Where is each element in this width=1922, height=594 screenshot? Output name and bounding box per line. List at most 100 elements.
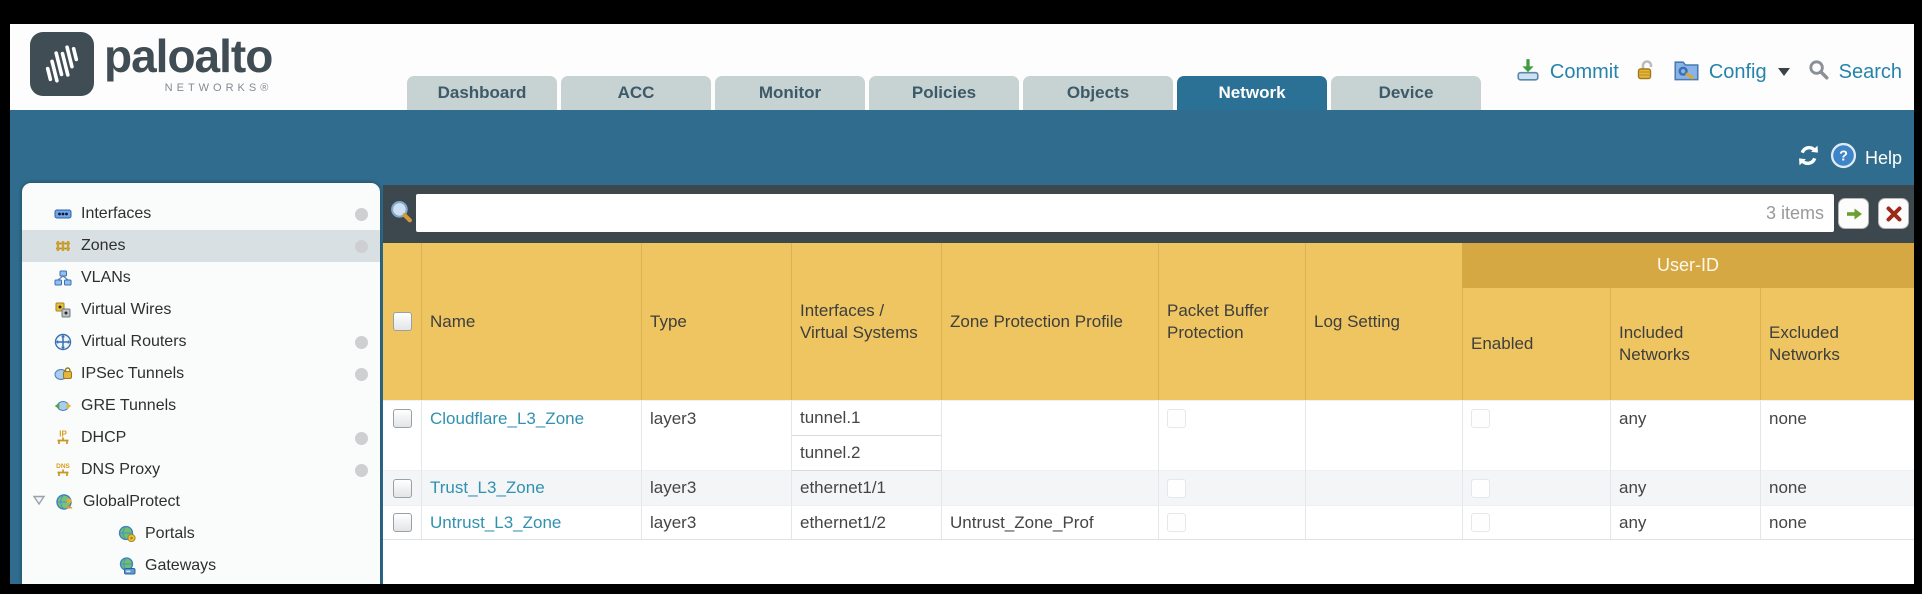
column-header-zone-protection-profile[interactable]: Zone Protection Profile [941, 243, 1158, 400]
sidebar-item-label: Gateways [145, 557, 217, 574]
column-header-log-setting[interactable]: Log Setting [1305, 243, 1462, 400]
excluded-networks-cell: none [1760, 401, 1914, 471]
zone-type-cell: layer3 [641, 401, 791, 471]
svg-text:DNS: DNS [56, 463, 70, 470]
zone-interfaces-cell: ethernet1/1 [791, 471, 941, 505]
filter-input-box: 3 items [416, 194, 1834, 232]
dns-proxy-icon: DNS [54, 461, 72, 479]
column-header-type[interactable]: Type [641, 243, 791, 400]
sidebar-item-virtual-routers[interactable]: Virtual Routers [22, 326, 380, 358]
sidebar-item-gateways[interactable]: Gateways [22, 550, 380, 582]
items-count: 3 items [1765, 203, 1824, 223]
lock-icon[interactable] [1634, 58, 1658, 87]
sidebar-item-label: VLANs [81, 269, 131, 286]
row-checkbox[interactable] [392, 478, 412, 498]
sidebar-item-ipsec-tunnels[interactable]: IPSec Tunnels [22, 358, 380, 390]
logo-networks: NETWORKS® [164, 82, 273, 94]
packet-buffer-checkbox[interactable] [1167, 478, 1186, 498]
user-id-enabled-cell [1462, 401, 1610, 471]
filter-input[interactable] [416, 194, 1834, 230]
zone-name-link[interactable]: Untrust_L3_Zone [430, 512, 562, 532]
user-id-enabled-checkbox[interactable] [1471, 409, 1490, 428]
search-button[interactable]: Search [1838, 60, 1902, 83]
logo-wordmark: paloalto [104, 30, 273, 82]
user-id-group-header: User-ID [1462, 243, 1914, 288]
tab-acc[interactable]: ACC [561, 76, 711, 110]
sidebar-item-dhcp[interactable]: IP DHCP [22, 422, 380, 454]
refresh-icon[interactable] [1795, 142, 1822, 174]
expander-triangle-icon[interactable] [32, 493, 47, 512]
sidebar-item-globalprotect[interactable]: GlobalProtect [22, 486, 380, 518]
sidebar-item-zones[interactable]: Zones [22, 230, 380, 262]
search-icon [1807, 58, 1830, 86]
config-button[interactable]: Config [1708, 60, 1767, 83]
log-setting-cell [1305, 506, 1462, 539]
column-header-interfaces[interactable]: Interfaces / Virtual Systems [791, 243, 941, 400]
help-link[interactable]: Help [1864, 147, 1902, 168]
status-dot [355, 335, 368, 349]
column-header-enabled[interactable]: Enabled [1462, 243, 1610, 400]
portals-icon [118, 525, 136, 543]
chevron-down-icon[interactable] [1777, 68, 1790, 76]
band-actions: ? Help [1795, 142, 1902, 174]
packet-buffer-checkbox[interactable] [1167, 409, 1186, 428]
row-select-cell [383, 471, 421, 505]
apply-filter-button[interactable] [1838, 198, 1869, 229]
status-dot [355, 367, 368, 381]
row-checkbox[interactable] [392, 409, 412, 428]
sidebar-item-interfaces[interactable]: Interfaces [22, 198, 380, 230]
sidebar-item-portals[interactable]: Portals [22, 518, 380, 550]
sidebar-item-dns-proxy[interactable]: DNS DNS Proxy [22, 454, 380, 486]
zone-type-cell: layer3 [641, 471, 791, 505]
packet-buffer-checkbox[interactable] [1167, 513, 1186, 532]
tab-network[interactable]: Network [1177, 76, 1327, 110]
included-networks-cell: any [1610, 506, 1760, 539]
select-all-checkbox[interactable] [392, 312, 412, 331]
top-bar: paloalto NETWORKS® Dashboard ACC Monitor… [10, 24, 1914, 110]
select-all-cell [383, 243, 421, 400]
commit-button[interactable]: Commit [1549, 60, 1619, 83]
status-dot [355, 207, 368, 221]
paloalto-logo: paloalto NETWORKS® [30, 30, 273, 96]
zone-protection-profile-cell [941, 401, 1158, 471]
virtual-routers-icon [54, 333, 72, 351]
gre-tunnels-icon [54, 397, 72, 415]
column-header-name[interactable]: Name [421, 243, 641, 400]
interface-item: tunnel.2 [792, 436, 941, 471]
zone-name-link[interactable]: Trust_L3_Zone [430, 478, 545, 497]
sidebar-item-label: GRE Tunnels [81, 397, 177, 414]
user-id-enabled-checkbox[interactable] [1471, 478, 1490, 498]
zone-protection-profile-cell: Untrust_Zone_Prof [941, 506, 1158, 539]
excluded-networks-cell: none [1760, 471, 1914, 505]
tab-policies[interactable]: Policies [869, 76, 1019, 110]
tab-monitor[interactable]: Monitor [715, 76, 865, 110]
help-icon[interactable]: ? [1830, 142, 1857, 174]
sidebar-item-label: DNS Proxy [81, 461, 161, 478]
sidebar-item-gre-tunnels[interactable]: GRE Tunnels [22, 390, 380, 422]
globalprotect-icon [56, 493, 74, 511]
sidebar-item-virtual-wires[interactable]: Virtual Wires [22, 294, 380, 326]
tab-objects[interactable]: Objects [1023, 76, 1173, 110]
column-header-packet-buffer-protection[interactable]: Packet Buffer Protection [1158, 243, 1305, 400]
clear-filter-button[interactable] [1878, 198, 1909, 229]
sidebar-item-label: GlobalProtect [83, 493, 180, 510]
row-checkbox[interactable] [392, 513, 412, 532]
sidebar-item-label: Zones [81, 237, 126, 254]
row-select-cell [383, 401, 421, 471]
column-header-excluded-networks[interactable]: Excluded Networks [1760, 243, 1914, 400]
filter-bar: 3 items [383, 185, 1914, 243]
table-row: Cloudflare_L3_Zone layer3 tunnel.1 tunne… [383, 400, 1914, 471]
status-dot [355, 463, 368, 477]
zone-name-link[interactable]: Cloudflare_L3_Zone [430, 409, 585, 428]
sidebar-item-vlans[interactable]: VLANs [22, 262, 380, 294]
virtual-wires-icon [54, 301, 72, 319]
column-header-included-networks[interactable]: Included Networks [1610, 243, 1760, 400]
table-row: Untrust_L3_Zone layer3 ethernet1/2 Untru… [383, 505, 1914, 540]
user-id-enabled-checkbox[interactable] [1471, 513, 1490, 532]
top-toolbar: Commit Config [1515, 56, 1902, 88]
zone-interfaces-cell: ethernet1/2 [791, 506, 941, 539]
user-id-enabled-cell [1462, 506, 1610, 539]
ipsec-tunnels-icon [54, 365, 72, 383]
tab-device[interactable]: Device [1331, 76, 1481, 110]
tab-dashboard[interactable]: Dashboard [407, 76, 557, 110]
